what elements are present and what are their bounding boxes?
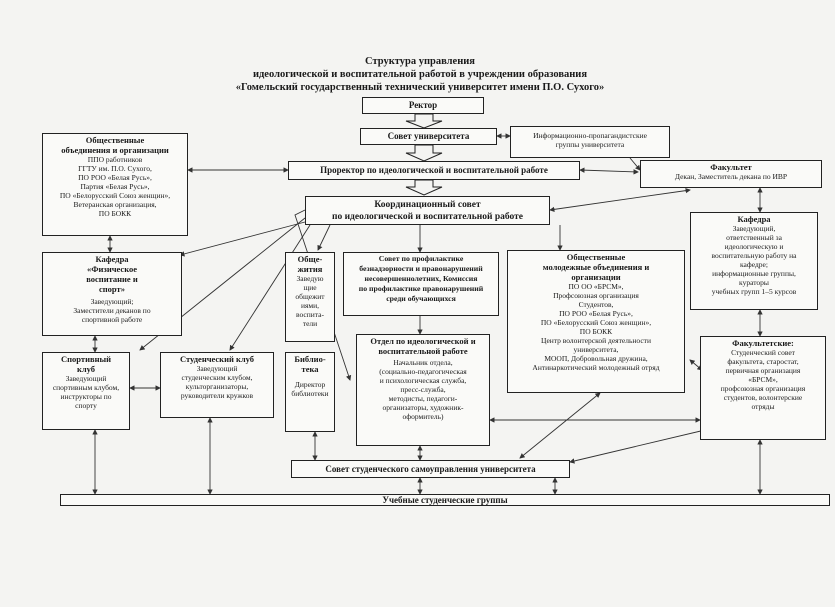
department-box: Кафедра Заведующий, ответственный за иде… [690,212,818,310]
youth-orgs-box: Общественные молодежные объединения и ор… [507,250,685,393]
block-arrow-rector-council [405,113,443,129]
dormitories-head: Обще- жития [297,254,323,274]
ideology-dept-body: Начальник отдела, (социально-педагогичес… [379,358,467,421]
vice-rector-label: Проректор по идеологической и воспитател… [320,165,548,175]
youth-orgs-head: Общественные молодежные объединения и ор… [542,252,650,282]
student-gov-box: Совет студенческого самоуправления униве… [291,460,570,478]
vice-rector-box: Проректор по идеологической и воспитател… [288,161,580,180]
ideology-dept-box: Отдел по идеологической и воспитательной… [356,334,490,446]
pe-department-box: Кафедра «Физическое воспитание и спорт» … [42,252,182,336]
diagram-title: Структура управления идеологической и во… [150,55,690,94]
faculty-body: Декан, Заместитель декана по ИВР [674,172,788,181]
student-club-head: Студенческий клуб [179,354,255,364]
faculty-level-head: Факультетские: [732,338,794,348]
prevention-council-box: Совет по профилактике безнадзорности и п… [343,252,499,316]
department-head: Кафедра [737,214,771,224]
sport-club-head: Спортивный клуб [61,354,111,374]
rector-box: Ректор [362,97,484,114]
title-line-3: «Гомельский государственный технический … [235,82,605,93]
pe-department-body: Заведующий; Заместители деканов по спорт… [73,297,151,324]
faculty-level-box: Факультетские: Студенческий совет факуль… [700,336,826,440]
pe-department-head: Кафедра «Физическое воспитание и спорт» [86,254,138,294]
coordination-council-head: Координационный совет по идеологической … [331,200,524,222]
title-line-1: Структура управления [365,56,475,67]
library-head: Библио- тека [294,354,326,374]
department-body: Заведующий, ответственный за идеологичес… [711,224,797,296]
dormitories-body: Заведую щие общежит иями, воспита- тели [295,274,325,328]
study-groups-label: Учебные студенческие группы [382,494,508,505]
public-orgs-body: ППО работников ГГТУ им. П.О. Сухого, ПО … [59,155,171,218]
block-arrow-council-vicerector [405,144,443,162]
rector-label: Ректор [408,100,438,110]
title-line-2: идеологической и воспитательной работой … [252,69,588,80]
dormitories-box: Обще- жития Заведую щие общежит иями, во… [285,252,335,342]
prevention-council-head: Совет по профилактике безнадзорности и п… [358,254,484,303]
faculty-head: Факультет [710,162,752,172]
public-orgs-box: Общественные объединения и организации П… [42,133,188,236]
ideology-dept-head: Отдел по идеологической и воспитательной… [370,336,476,356]
library-body: Директор библиотеки [291,380,329,398]
student-gov-label: Совет студенческого самоуправления униве… [325,463,536,474]
sport-club-box: Спортивный клуб Заведующий спортивным кл… [42,352,130,430]
faculty-box: Факультет Декан, Заместитель декана по И… [640,160,822,188]
youth-orgs-body: ПО ОО «БРСМ», Профсоюзная организация Ст… [532,282,660,372]
block-arrow-vicerector-coordination [405,179,443,196]
info-groups-box: Информационно-пропагандистские группы ун… [510,126,670,158]
faculty-level-body: Студенческий совет факультета, старостат… [720,348,806,411]
library-box: Библио- тека Директор библиотеки [285,352,335,432]
public-orgs-head: Общественные объединения и организации [61,135,169,155]
university-council-label: Совет университета [387,131,470,141]
study-groups-box: Учебные студенческие группы [60,494,830,506]
student-club-body: Заведующий студенческим клубом, культорг… [180,364,254,400]
sport-club-body: Заведующий спортивным клубом, инструктор… [52,374,120,410]
university-council-box: Совет университета [360,128,497,145]
coordination-council-box: Координационный совет по идеологической … [305,196,550,225]
student-club-box: Студенческий клуб Заведующий студенчески… [160,352,274,418]
info-groups-label: Информационно-пропагандистские группы ун… [533,131,647,149]
